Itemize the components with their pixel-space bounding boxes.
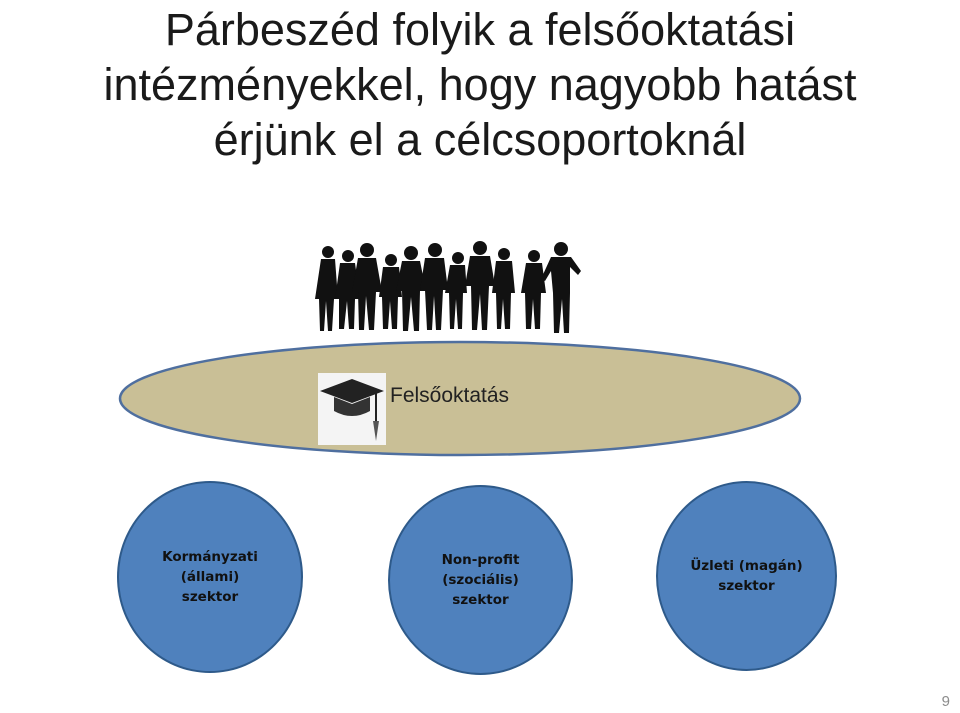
slide-title: Párbeszéd folyik a felsőoktatási intézmé… [0,2,960,167]
business-sector-circle: Üzleti (magán) szektor [656,481,837,671]
title-line-2: intézményekkel, hogy nagyobb hatást [103,59,857,110]
page-number: 9 [941,693,950,710]
nonprofit-sector-circle: Non-profit (szociális) szektor [388,485,573,675]
higher-education-label: Felsőoktatás [390,384,510,407]
government-sector-label: Kormányzati (állami) szektor [162,549,258,605]
government-sector-circle: Kormányzati (állami) szektor [117,481,303,673]
people-silhouettes-image [315,241,581,333]
higher-education-ellipse [118,340,802,457]
title-line-3: érjünk el a célcsoportoknál [213,114,747,165]
graduation-cap-icon [318,373,386,445]
business-sector-label: Üzleti (magán) szektor [690,558,803,594]
nonprofit-sector-label: Non-profit (szociális) szektor [441,552,520,608]
title-line-1: Párbeszéd folyik a felsőoktatási [164,4,796,55]
